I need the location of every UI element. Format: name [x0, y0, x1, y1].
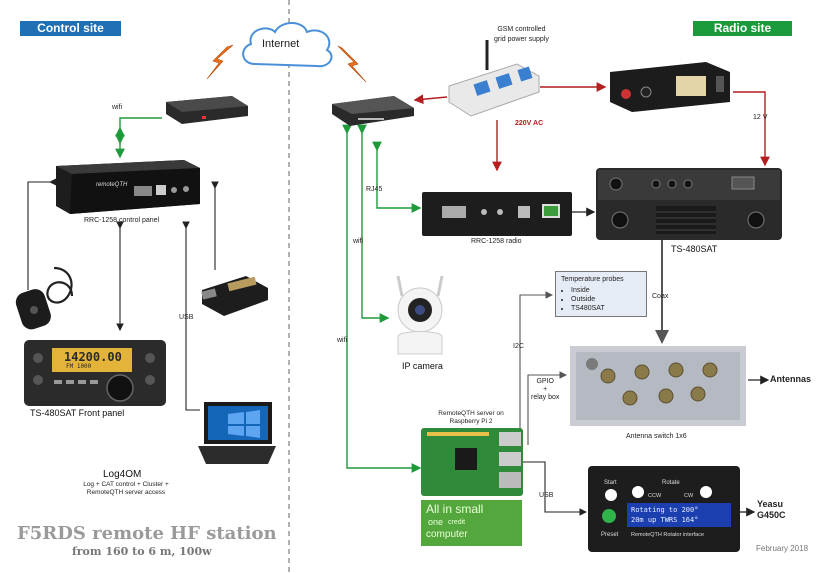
- rrc-control-panel-icon: [56, 160, 200, 214]
- rj45-label: RJ45: [366, 186, 383, 193]
- usb-label-radio: USB: [539, 492, 554, 499]
- gpio-label: GPIO + relay box: [531, 378, 560, 401]
- rotator-cw-button[interactable]: [700, 486, 712, 498]
- microphone-icon: [15, 266, 74, 330]
- rotator-lcd: Rotating to 200° 20m up TWRS 164°: [627, 503, 731, 527]
- dc-power-supply-icon: [610, 62, 730, 112]
- ts480-back-icon: [596, 168, 782, 240]
- lightning-left-icon: [206, 44, 234, 80]
- control-site-banner: Control site: [20, 21, 121, 36]
- rotator-rotate-label: Rotate: [662, 480, 680, 486]
- footer-title: F5RDS remote HF station: [17, 523, 277, 544]
- probe-item: TS480SAT: [571, 304, 641, 313]
- ip-camera-label: IP camera: [402, 361, 443, 371]
- temperature-probes-box: Temperature probes Inside Outside TS480S…: [555, 271, 647, 317]
- radio-router-icon: [332, 96, 414, 126]
- rpi-banner-line4: computer: [426, 529, 468, 540]
- log4om-desc: Log + CAT control + Cluster + RemoteQTH …: [83, 481, 169, 496]
- ts480-front-panel-icon: [24, 340, 166, 406]
- ts480-front-label: TS-480SAT Front panel: [30, 408, 125, 418]
- rpi-banner-line2: one: [428, 517, 444, 527]
- wifi-label-camera: wifi: [353, 238, 364, 245]
- usb-label-control: USB: [179, 314, 194, 321]
- voltage-12-label: 12 V: [753, 114, 768, 121]
- coax-label: Coax: [652, 293, 669, 300]
- internet-cloud-icon: [242, 22, 333, 68]
- rotator-cw-label: CW: [684, 493, 694, 499]
- morse-key-icon: [201, 276, 268, 316]
- rotator-preset-label: Preset: [601, 532, 619, 538]
- rotator-preset-button[interactable]: [602, 509, 616, 523]
- log4om-label: Log4OM: [103, 469, 142, 480]
- probes-title: Temperature probes: [561, 276, 624, 283]
- rotator-lcd-line2: 20m up TWRS 164°: [631, 516, 699, 524]
- antenna-switch-label: Antenna switch 1x6: [626, 433, 687, 440]
- wifi-label-rpi: wifi: [337, 337, 348, 344]
- yaesu-label: Yeasu G450C: [757, 499, 786, 520]
- ts480-label: TS-480SAT: [671, 244, 718, 254]
- gsm-power-supply-icon: [448, 40, 540, 117]
- rpi-banner-line3: credit: [448, 519, 466, 526]
- ts480-display-sub: FM 1000: [66, 363, 92, 370]
- radio-site-banner: Radio site: [693, 21, 792, 36]
- voltage-220-label: 220V AC: [515, 120, 544, 127]
- rpi-banner: [421, 500, 522, 546]
- antenna-switch-icon: [570, 346, 746, 426]
- i2c-label: I2C: [513, 343, 524, 350]
- lightning-right-icon: [337, 45, 367, 83]
- wifi-label-control: wifi: [112, 104, 123, 111]
- raspberry-pi-icon: [421, 428, 523, 496]
- antennas-label: Antennas: [770, 374, 812, 384]
- control-router-icon: [166, 96, 248, 124]
- ts480-display-frequency: 14200.00: [64, 350, 122, 364]
- probe-item: Inside: [571, 286, 641, 295]
- rotator-start-button[interactable]: [605, 489, 617, 501]
- rotator-ccw-button[interactable]: [632, 486, 644, 498]
- rpi-label: RemoteQTH server on Raspberry Pi 2: [438, 410, 504, 425]
- rotator-start-label: Start: [604, 480, 617, 486]
- footer-subtitle: from 160 to 6 m, 100w: [72, 545, 212, 558]
- rrc-brand-label: remoteQTH: [96, 182, 128, 188]
- probe-item: Outside: [571, 295, 641, 304]
- rotator-ccw-label: CCW: [648, 493, 662, 499]
- rrc-radio-label: RRC-1258 radio: [471, 238, 522, 245]
- rpi-banner-line1: All in small: [426, 502, 484, 516]
- laptop-icon: [198, 402, 276, 464]
- rotator-lcd-line1: Rotating to 200°: [631, 506, 699, 514]
- rrc-radio-icon: [422, 192, 572, 236]
- internet-label: Internet: [262, 38, 300, 50]
- gsm-psu-label: GSM controlled grid power supply: [494, 26, 549, 43]
- ip-camera-icon: [396, 275, 444, 355]
- rrc-control-label: RRC-1258 control panel: [84, 217, 160, 224]
- rotator-footer: RemoteQTH Rotator interface: [631, 532, 705, 538]
- date-label: February 2018: [756, 544, 809, 553]
